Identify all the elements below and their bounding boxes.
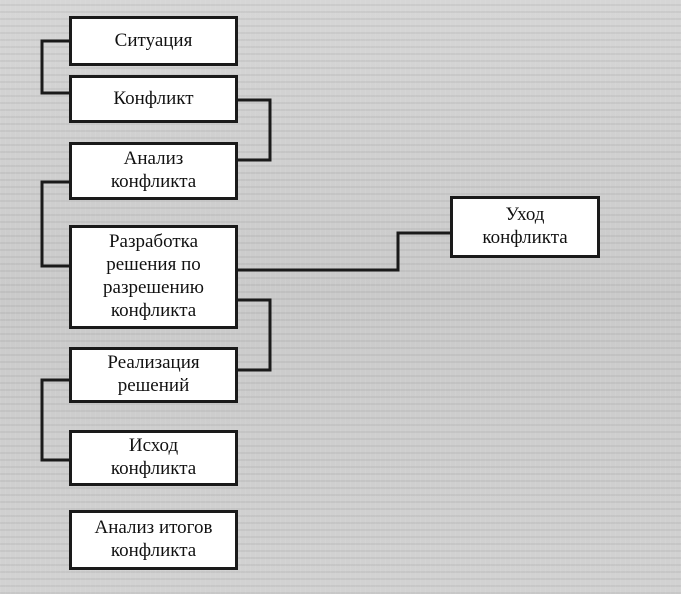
step-outcome: Исход конфликта [69,430,238,486]
step-conflict-analysis: Анализ конфликта [69,142,238,200]
connector-conflict-analysis [236,98,272,162]
step-results-analysis: Анализ итогов конфликта [69,510,238,570]
connector-solution-withdrawal [236,231,452,272]
step-conflict: Конфликт [69,75,238,123]
branch-conflict-withdrawal: Уход конфликта [450,196,600,258]
step-situation: Ситуация [69,16,238,66]
step-solution-development: Разработка решения по разрешению конфлик… [69,225,238,329]
connector-implementation-outcome [40,378,71,462]
connector-situation-conflict [40,39,71,95]
connector-analysis-solution [40,180,71,268]
step-implementation: Реализация решений [69,347,238,403]
connector-solution-implementation [236,298,272,372]
